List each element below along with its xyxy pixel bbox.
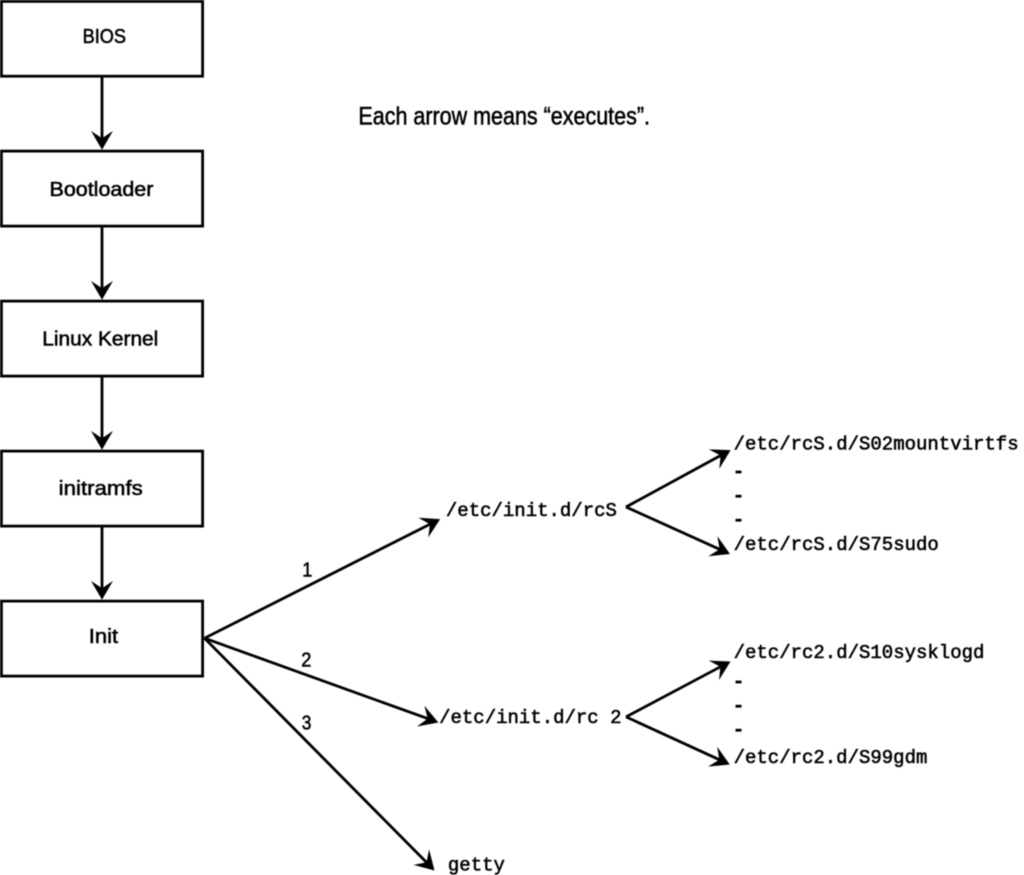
svg-text:/etc/rc2.d/S10sysklogd: /etc/rc2.d/S10sysklogd bbox=[734, 642, 985, 664]
svg-text:Init: Init bbox=[89, 626, 119, 648]
svg-text:Linux Kernel: Linux Kernel bbox=[42, 328, 158, 350]
svg-text:getty: getty bbox=[448, 855, 505, 875]
svg-text:initramfs: initramfs bbox=[59, 478, 143, 500]
svg-text:/etc/init.d/rcS: /etc/init.d/rcS bbox=[446, 500, 617, 522]
svg-text:Each arrow means “executes”.: Each arrow means “executes”. bbox=[358, 103, 650, 131]
svg-text:/etc/rcS.d/S75sudo: /etc/rcS.d/S75sudo bbox=[734, 534, 939, 556]
svg-text:BIOS: BIOS bbox=[83, 26, 126, 48]
svg-text:/etc/rc2.d/S99gdm: /etc/rc2.d/S99gdm bbox=[734, 747, 928, 769]
svg-text:Bootloader: Bootloader bbox=[50, 179, 154, 201]
svg-text:2: 2 bbox=[301, 650, 311, 672]
svg-text:1: 1 bbox=[302, 559, 312, 581]
svg-text:/etc/init.d/rc 2: /etc/init.d/rc 2 bbox=[439, 707, 621, 729]
svg-text:/etc/rcS.d/S02mountvirtfs: /etc/rcS.d/S02mountvirtfs bbox=[734, 433, 1019, 455]
svg-text:3: 3 bbox=[302, 713, 312, 735]
